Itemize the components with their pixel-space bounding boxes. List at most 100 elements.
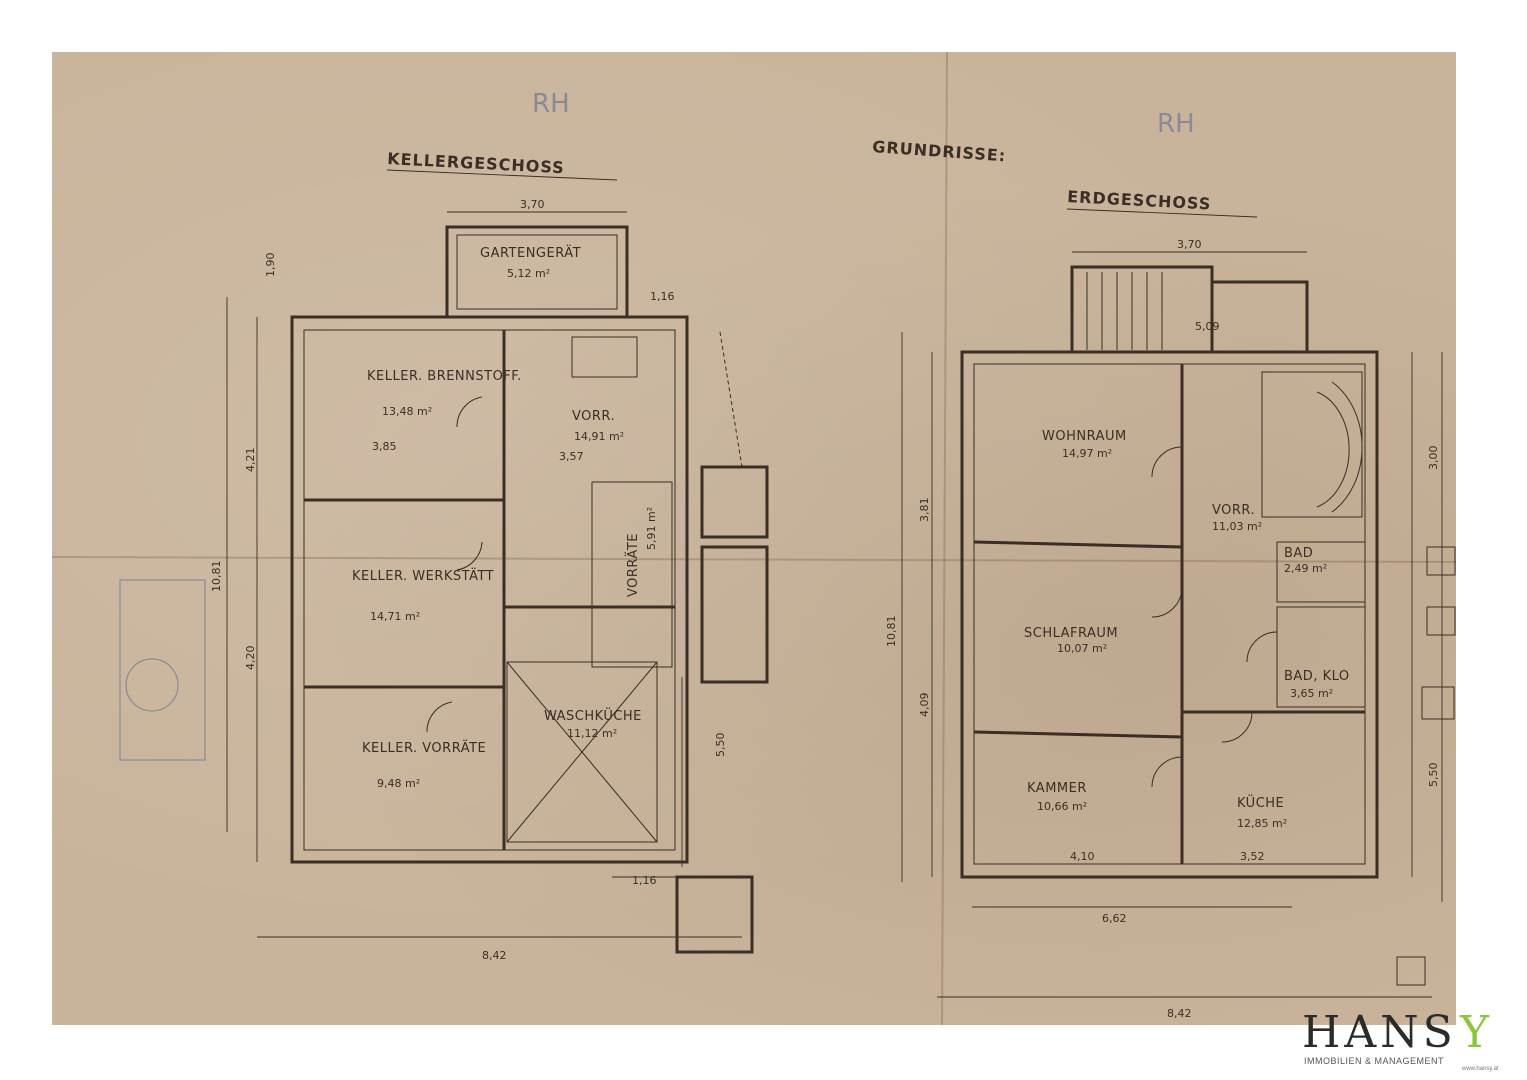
- basement-dim: 10,81: [210, 561, 223, 593]
- waschkueche-diagonal: [506, 661, 658, 843]
- ground-mark: RH: [1157, 109, 1195, 139]
- chimney-shaft: [700, 465, 769, 539]
- ground-partition: [973, 540, 1183, 549]
- title-underline: [1066, 208, 1258, 218]
- ground-dim: 4,10: [1070, 850, 1095, 863]
- ground-room-area: 10,07 m²: [1057, 642, 1107, 655]
- ground-dim: 3,52: [1240, 850, 1265, 863]
- basement-dim: 1,16: [650, 290, 675, 303]
- ground-room-name: KAMMER: [1027, 781, 1087, 796]
- ground-room-name: WOHNRAUM: [1042, 429, 1127, 444]
- ground-dim: 10,81: [885, 616, 898, 648]
- basement-room-name: KELLER. WERKSTÄTT: [352, 568, 494, 584]
- spiral-stair: [1316, 391, 1350, 508]
- basement-dim: 3,70: [520, 198, 545, 211]
- basement-room-area: 14,91 m²: [574, 430, 624, 443]
- spiral-stair: [1331, 381, 1363, 513]
- basement-room-area: 13,48 m²: [382, 405, 432, 418]
- title-underline: [386, 169, 618, 181]
- door-arc: [456, 396, 483, 428]
- basement-room-area: 5,12 m²: [507, 267, 550, 280]
- basement-dim: 1,90: [264, 253, 277, 278]
- bad-room: [1276, 541, 1366, 603]
- basement-room-area: 11,12 m²: [567, 727, 617, 740]
- ground-room-name: VORR.: [1212, 503, 1255, 518]
- chimney-shaft: [675, 875, 754, 954]
- basement-outer-wall: [290, 315, 689, 864]
- ground-outer-wall: [960, 350, 1379, 879]
- ground-room-area: 14,97 m²: [1062, 447, 1112, 460]
- garden-shed-inner: [456, 234, 618, 310]
- floor-plan-drawing: RH KELLERGESCHOSS GARTENGERÄT 5,12 m² KE…: [52, 52, 1456, 1025]
- ground-dim: 3,70: [1177, 238, 1202, 251]
- ground-dim: 6,62: [1102, 912, 1127, 925]
- entry-porch: [1210, 280, 1309, 354]
- ground-dim: 5,09: [1195, 320, 1220, 333]
- fold-line: [941, 52, 948, 1025]
- ground-dim: 8,42: [1167, 1007, 1192, 1020]
- logo-accent-letter: Y: [1460, 1007, 1490, 1058]
- ground-room-name: SCHLAFRAUM: [1024, 626, 1118, 641]
- basement-dim: 5,50: [714, 733, 727, 758]
- spiral-stair-box: [1261, 371, 1363, 518]
- waschkueche-outline: [506, 661, 658, 843]
- basement-room-area: 5,91 m²: [645, 507, 658, 550]
- basement-room-name: WASCHKÜCHE: [544, 707, 642, 724]
- bad-klo-room: [1276, 606, 1366, 708]
- basement-room-area: 14,71 m²: [370, 610, 420, 623]
- basement-inner-wall: [303, 329, 676, 851]
- pencil-sketch-circle: [125, 658, 179, 712]
- entry-stair-treads: [1086, 272, 1163, 350]
- basement-room-name: KELLER. BRENNSTOFF.: [367, 369, 522, 384]
- exterior-box: [1426, 546, 1456, 576]
- ground-room-area: 12,85 m²: [1237, 817, 1287, 830]
- ground-room-area: 10,66 m²: [1037, 800, 1087, 813]
- door-arc: [456, 541, 483, 571]
- basement-room-name: VORR.: [572, 409, 615, 424]
- door-arc: [1151, 446, 1183, 478]
- basement-mark: RH: [532, 89, 570, 119]
- fold-line: [52, 556, 1456, 563]
- ground-dim: 4,09: [918, 693, 931, 718]
- ground-partition: [973, 730, 1183, 739]
- basement-dim: 1,16: [632, 874, 657, 887]
- basement-room-name: GARTENGERÄT: [480, 245, 581, 261]
- main-title: GRUNDRISSE:: [872, 137, 1007, 165]
- door-arc: [1151, 586, 1183, 618]
- logo-subtitle: IMMOBILIEN & MANAGEMENT: [1304, 1056, 1445, 1066]
- door-arc: [1221, 711, 1253, 743]
- floor-plan-sheet: RH KELLERGESCHOSS GARTENGERÄT 5,12 m² KE…: [52, 52, 1456, 1025]
- ground-dim: 3,00: [1427, 446, 1440, 471]
- vorraete-small-room: [591, 481, 673, 668]
- logo-wordmark: HANS: [1302, 1007, 1457, 1058]
- chimney-shaft: [700, 545, 769, 684]
- ground-room-name: BAD, KLO: [1284, 669, 1350, 684]
- pencil-sketch: [119, 579, 206, 761]
- basement-room-area: 9,48 m²: [377, 777, 420, 790]
- basement-dim: 4,21: [244, 448, 257, 473]
- door-arc: [1151, 756, 1183, 788]
- basement-dim: 3,85: [372, 440, 397, 453]
- logo-url: www.hansy.at: [1462, 1066, 1499, 1072]
- exterior-box: [1421, 686, 1455, 720]
- dashed-line: [719, 331, 743, 468]
- door-arc: [426, 701, 453, 733]
- door-arc: [1246, 631, 1278, 663]
- ground-room-name: BAD: [1284, 546, 1313, 561]
- basement-dim: 4,20: [244, 646, 257, 671]
- exterior-box: [1396, 956, 1426, 986]
- basement-stair: [571, 336, 638, 378]
- ground-room-area: 11,03 m²: [1212, 520, 1262, 533]
- basement-dim: 8,42: [482, 949, 507, 962]
- basement-room-name: KELLER. VORRÄTE: [362, 740, 486, 756]
- ground-room-name: KÜCHE: [1237, 794, 1284, 811]
- company-logo: HANS Y IMMOBILIEN & MANAGEMENT www.hansy…: [1302, 1010, 1512, 1074]
- exterior-box: [1426, 606, 1456, 636]
- ground-room-area: 3,65 m²: [1290, 687, 1333, 700]
- basement-room-name: VORRÄTE: [625, 533, 641, 597]
- ground-dim: 3,81: [918, 498, 931, 523]
- ground-room-area: 2,49 m²: [1284, 562, 1327, 575]
- entry-stair-annex: [1070, 265, 1214, 354]
- basement-dim: 3,57: [559, 450, 584, 463]
- basement-title: KELLERGESCHOSS: [387, 149, 565, 177]
